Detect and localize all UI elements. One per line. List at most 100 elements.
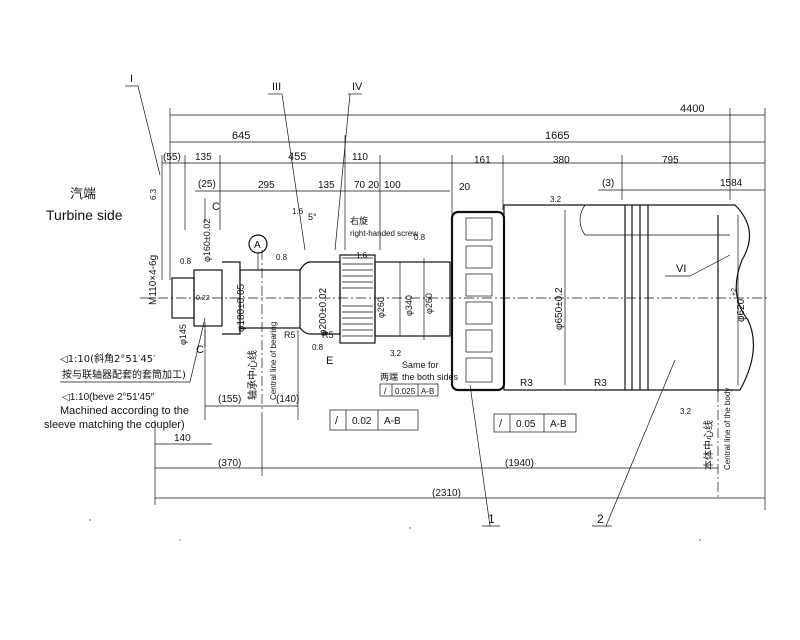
rough-08-b: 0.8: [276, 253, 288, 262]
rough-32-c: 3.2: [680, 407, 692, 416]
rough-16-b: 1.6: [356, 251, 368, 260]
section-IV-label: IV: [352, 81, 363, 93]
dim-370: (370): [218, 458, 241, 469]
datum-C-bottom: C: [196, 344, 204, 356]
callout-1: 1: [469, 384, 500, 527]
datum-C-top: C: [212, 201, 220, 213]
callout-2: 2: [592, 359, 676, 527]
dim-140: 140: [174, 433, 191, 444]
dim-2310: (2310): [432, 488, 461, 499]
same-both-sides-note: Same for 两端 the both sides: [380, 360, 459, 383]
dim-3: (3): [602, 178, 614, 189]
same-both-en2: the both sides: [402, 372, 459, 382]
dim-380: 380: [553, 155, 570, 166]
tol1-datum: A-B: [384, 416, 401, 427]
tol2-datum: A-B: [550, 419, 567, 430]
same-both-cn: 两端: [380, 371, 398, 383]
top-dimensions: 4400 645 1665 (55) 135 455 110 161 380 7…: [161, 103, 765, 280]
rough-16-a: 1.6: [292, 207, 304, 216]
callout-VI: VI: [665, 254, 731, 277]
fan-slots: [465, 217, 493, 383]
turbine-side-en: Turbine side: [46, 207, 123, 223]
callout-1-label: 1: [488, 512, 495, 526]
dim-161: 161: [474, 155, 491, 166]
right-hand-cn: 右旋: [350, 215, 368, 227]
dia-620: φ620: [736, 298, 747, 322]
body-center-cn: 本体中心线: [702, 420, 715, 470]
tol2-value: 0.05: [516, 419, 536, 430]
section-markers: I III IV: [125, 73, 363, 251]
right-hand-en: right-handed screw: [350, 229, 418, 238]
body-center-label: 本体中心线 Central line of the body: [702, 388, 732, 500]
screw-thread-hatch: [342, 257, 373, 337]
dim-100: 100: [384, 180, 401, 191]
rough-32-b: 3.2: [550, 195, 562, 204]
rough-08-a: 0.8: [180, 257, 192, 266]
bearing-center-cn: 轴承中心线: [246, 350, 259, 400]
dia-650: φ650±0.2: [554, 287, 565, 330]
callout-2-label: 2: [597, 512, 604, 526]
dim-55: (55): [163, 152, 181, 163]
dia-180: φ180±0.05: [236, 283, 247, 332]
taper-en-1: ◁1:10(beve 2°51′45″: [62, 392, 155, 403]
taper-note: ◁1:10(斜角2°51′45′ 按与联轴器配套的套筒加工) ◁1:10(bev…: [44, 317, 206, 431]
section-III-label: III: [272, 81, 281, 93]
tol1-value: 0.02: [352, 416, 372, 427]
taper-en-2: Machined according to the: [60, 405, 189, 417]
dim-295: 295: [258, 180, 275, 191]
dim-20b: 20: [459, 182, 471, 193]
rough-32-a: 3.2: [390, 349, 402, 358]
dia-620-tol: +2: [731, 288, 738, 296]
tol1-symbol: /: [335, 415, 339, 427]
tol2-symbol: /: [499, 418, 503, 430]
dim-135b: 135: [318, 180, 335, 191]
radius-R3-a: R3: [520, 378, 533, 389]
rough-08-d: 0.8: [414, 233, 426, 242]
dim-1584: 1584: [720, 178, 743, 189]
dim-20a: 20: [368, 180, 380, 191]
dia-260-b: φ260: [424, 293, 434, 314]
dim-135a: 135: [195, 152, 212, 163]
tol-022: 0.22: [196, 295, 210, 302]
tolerance-frame-1: / 0.02 A-B: [329, 409, 419, 431]
tol3-value: 0.025: [395, 387, 416, 396]
dim-70: 70: [354, 180, 366, 191]
bearing-center-en: Central line of bearing: [269, 322, 278, 400]
radius-R5-a: R5: [284, 330, 296, 340]
shaft-outline: [140, 204, 770, 392]
bottom-dimensions: 140 (370) (1940) (2310): [154, 108, 766, 510]
dia-340: φ340: [404, 295, 414, 316]
same-both-en: Same for: [402, 360, 439, 370]
rough-08-c: 0.8: [312, 343, 324, 352]
taper-cn-2: 按与联轴器配套的套筒加工): [62, 368, 186, 381]
radius-R3-b: R3: [594, 378, 607, 389]
dim-795: 795: [662, 155, 679, 166]
body-center-en: Central line of the body: [723, 388, 732, 470]
dia-145: φ145: [178, 324, 188, 345]
tolerance-frame-2: / 0.05 A-B: [493, 413, 577, 433]
bearing-center-label: 轴承中心线 Central line of bearing: [246, 250, 278, 420]
turbine-side-label: 汽端 Turbine side: [46, 187, 123, 223]
dim-110: 110: [352, 152, 368, 163]
dia-160: φ160±0.02: [202, 219, 212, 262]
datum-A-bubble: A: [248, 234, 268, 270]
scan-specks: [89, 519, 701, 541]
callout-VI-label: VI: [676, 263, 686, 275]
tol3-datum: A-B: [421, 387, 434, 396]
datum-E-letter: E: [326, 355, 333, 367]
dim-25: (25): [198, 179, 216, 190]
radius-R5-b: R5: [322, 330, 334, 340]
dim-4400: 4400: [680, 103, 704, 115]
dim-645: 645: [232, 130, 250, 142]
rough-63: 6.3: [149, 188, 158, 200]
tolerance-frame-3: / 0.025 A-B: [379, 383, 439, 397]
dim-1665: 1665: [545, 130, 569, 142]
dim-155: (155): [218, 394, 241, 405]
taper-en-3: sleeve matching the coupler): [44, 419, 185, 431]
datum-A-letter: A: [254, 240, 261, 251]
dia-200: φ200±0.02: [318, 287, 329, 336]
chamfer-5: 5°: [308, 212, 317, 222]
thread-spec: M110×4-6g: [148, 255, 159, 305]
dim-455: 455: [288, 151, 306, 163]
